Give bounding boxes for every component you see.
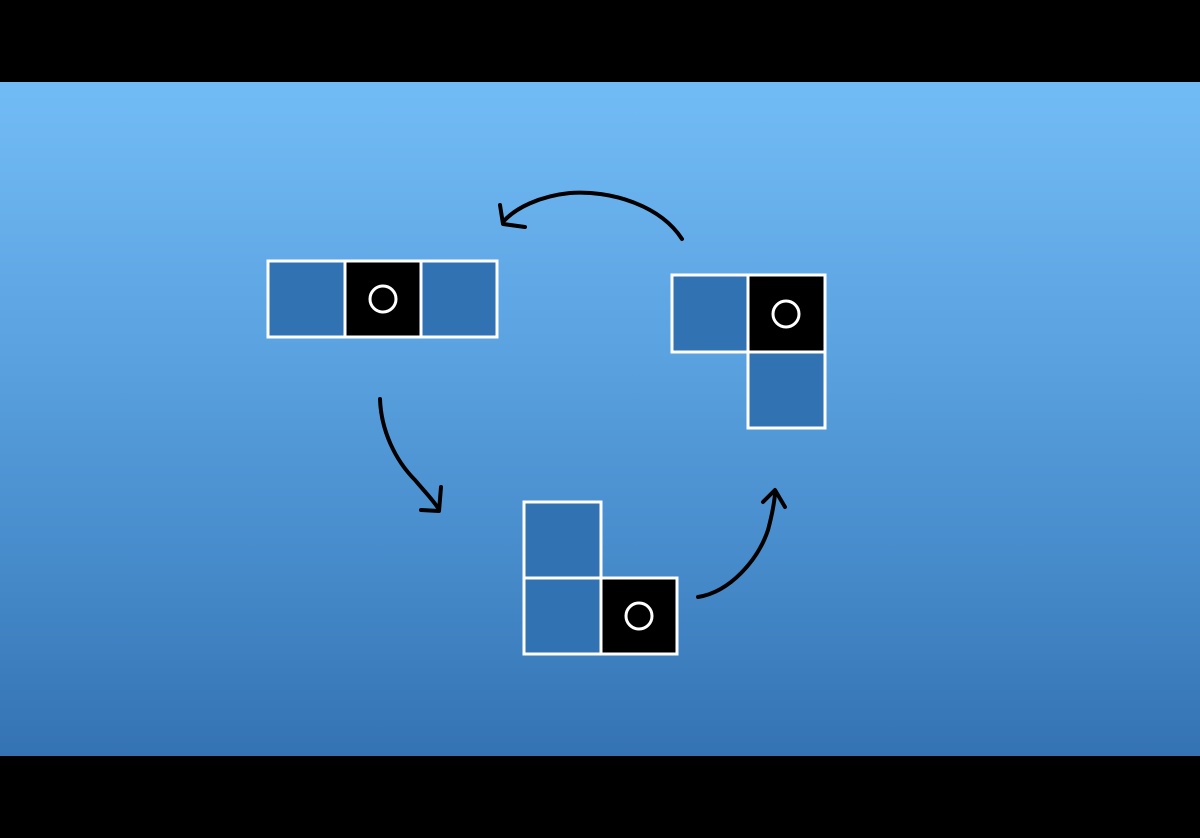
pivot-cell [343,259,423,339]
piece-l-bottom [522,500,679,656]
block-cell [522,500,603,580]
block-cell [746,350,827,430]
block-cell [670,273,750,354]
block-cell [266,259,347,339]
block-cell [522,576,603,656]
pivot-cell [599,576,679,656]
block-cell [419,259,499,339]
curved-arrow-left-icon [498,190,684,241]
pivot-circle-icon [368,284,398,314]
curved-arrow-up-icon [696,488,787,599]
letterbox-top [0,0,1200,82]
piece-l-right [670,273,827,430]
pivot-cell [746,273,827,354]
pivot-circle-icon [771,299,801,329]
curved-arrow-down-icon [378,397,443,513]
piece-horizontal-i [266,259,499,339]
rotation-diagram [266,190,827,656]
letterbox-bottom [0,756,1200,838]
pivot-circle-icon [624,601,654,631]
